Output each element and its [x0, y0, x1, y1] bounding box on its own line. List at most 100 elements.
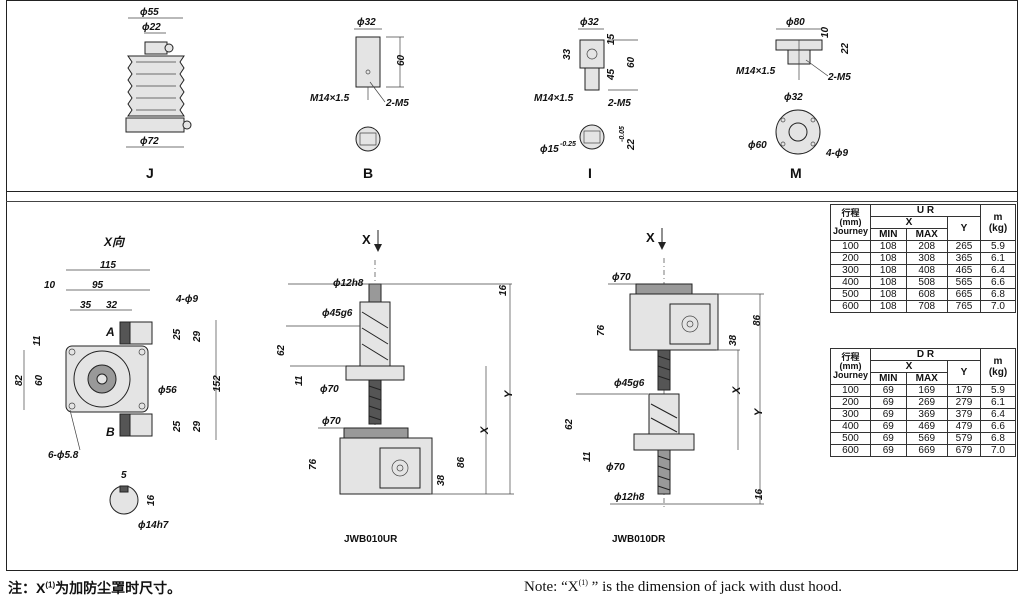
plan-view: X向 115 95 10 35 32 4-ϕ9 A B 11 82 60 ϕ56… — [14, 235, 223, 531]
table-cell: 169 — [905, 384, 948, 397]
dr-38: 38 — [728, 334, 739, 346]
table-cell: 108 — [870, 288, 907, 301]
table-cell: 600 — [829, 444, 872, 457]
table-cell: 579 — [946, 432, 982, 445]
b-label: B — [363, 165, 373, 181]
table-cell: 69 — [870, 420, 907, 433]
note-cn-sup: (1) — [45, 580, 56, 590]
table-cell: 6.6 — [980, 276, 1016, 289]
plan-29b: 29 — [192, 420, 203, 433]
i-22-tol: -0.05 — [619, 126, 626, 142]
table-cell: 279 — [946, 396, 982, 409]
table-cell: 69 — [870, 432, 907, 445]
table-cell: 500 — [829, 288, 872, 301]
j-d72: ϕ72 — [140, 136, 159, 147]
m-thread: M14×1.5 — [736, 66, 776, 77]
i-33: 33 — [562, 48, 573, 60]
plan-10: 10 — [44, 280, 56, 291]
dr-th-y: Y — [946, 360, 982, 385]
table-cell: 465 — [946, 264, 982, 277]
ur-d12: ϕ12h8 — [333, 278, 364, 289]
note-en-suffix: ” is the dimension of jack with dust hoo… — [587, 579, 843, 595]
ur-th-m: m (kg) — [980, 204, 1016, 241]
note-cn: 注：X(1)为加防尘罩时尺寸。 — [8, 578, 181, 598]
table-cell: 400 — [829, 276, 872, 289]
view-j: ϕ55 ϕ22 ϕ72 J — [125, 7, 192, 181]
note-cn-prefix: 注：X — [8, 580, 46, 596]
dr-11: 11 — [582, 451, 593, 462]
dr-th-min: MIN — [870, 372, 907, 385]
ur-th-stroke: 行程 (mm) Journey — [829, 204, 872, 241]
table-cell: 69 — [870, 408, 907, 421]
i-22: 22 — [626, 138, 637, 151]
m-d32: ϕ32 — [784, 92, 803, 103]
table-cell: 69 — [870, 444, 907, 457]
plan-b: B — [106, 425, 115, 439]
note-en: Note: “X(1) ” is the dimension of jack w… — [524, 578, 842, 596]
m-22: 22 — [840, 42, 851, 55]
plan-32: 32 — [106, 300, 118, 311]
ur-X: X — [479, 426, 491, 435]
table-cell: 600 — [829, 300, 872, 313]
table-cell: 269 — [905, 396, 948, 409]
table-cell: 508 — [905, 276, 948, 289]
dr-X: X — [731, 386, 743, 395]
plan-title: X向 — [103, 235, 126, 249]
note-cn-suffix: 为加防尘罩时尺寸。 — [55, 580, 182, 596]
dr-76: 76 — [596, 324, 607, 336]
view-dr: X ϕ70 76 86 38 ϕ45g6 62 11 ϕ70 ϕ12h8 X Y… — [564, 228, 765, 545]
dr-th-title: D R — [870, 348, 981, 361]
i-shaft: ϕ15 — [540, 144, 559, 155]
i-45: 45 — [606, 68, 617, 81]
dr-th-stroke-cn: 行程 — [841, 352, 860, 362]
table-cell: 679 — [946, 444, 982, 457]
ur-76: 76 — [308, 458, 319, 470]
m-holes: 2-M5 — [827, 72, 851, 83]
ur-th-min: MIN — [870, 228, 907, 241]
dr-d12: ϕ12h8 — [614, 492, 645, 503]
note-en-prefix: Note: “X — [524, 579, 579, 595]
section-divider — [6, 191, 1018, 192]
table-cell: 5.9 — [980, 384, 1016, 397]
dr-th-m-label: m — [993, 355, 1003, 367]
plan-d56: ϕ56 — [158, 385, 177, 396]
table-cell: 108 — [870, 240, 907, 253]
dr-th-x: X — [870, 360, 948, 373]
dr-62: 62 — [564, 418, 575, 430]
plan-25b: 25 — [172, 420, 183, 433]
plan-25a: 25 — [172, 328, 183, 341]
table-cell: 400 — [829, 420, 872, 433]
plan-35: 35 — [80, 300, 92, 311]
plan-82: 82 — [14, 374, 25, 386]
table-cell: 108 — [870, 252, 907, 265]
table-cell: 6.4 — [980, 408, 1016, 421]
plan-95: 95 — [92, 280, 104, 291]
shaft-d: ϕ14h7 — [138, 520, 169, 531]
ur-th-stroke-cn: 行程 — [841, 208, 860, 218]
table-cell: 108 — [870, 276, 907, 289]
plan-a: A — [105, 325, 115, 339]
table-cell: 6.6 — [980, 420, 1016, 433]
table-cell: 179 — [946, 384, 982, 397]
view-b: ϕ32 60 M14×1.5 2-M5 B — [310, 17, 409, 181]
m-label: M — [790, 165, 802, 181]
table-cell: 500 — [829, 432, 872, 445]
ur-th-m-label: m — [993, 211, 1003, 223]
table-cell: 608 — [905, 288, 948, 301]
plan-11: 11 — [32, 335, 43, 346]
table-cell: 69 — [870, 384, 907, 397]
shaft-16: 16 — [146, 494, 157, 506]
ur-d70a: ϕ70 — [320, 384, 339, 395]
table-cell: 565 — [946, 276, 982, 289]
ur-th-x: X — [870, 216, 948, 229]
dr-th-journey: Journey — [833, 370, 869, 380]
